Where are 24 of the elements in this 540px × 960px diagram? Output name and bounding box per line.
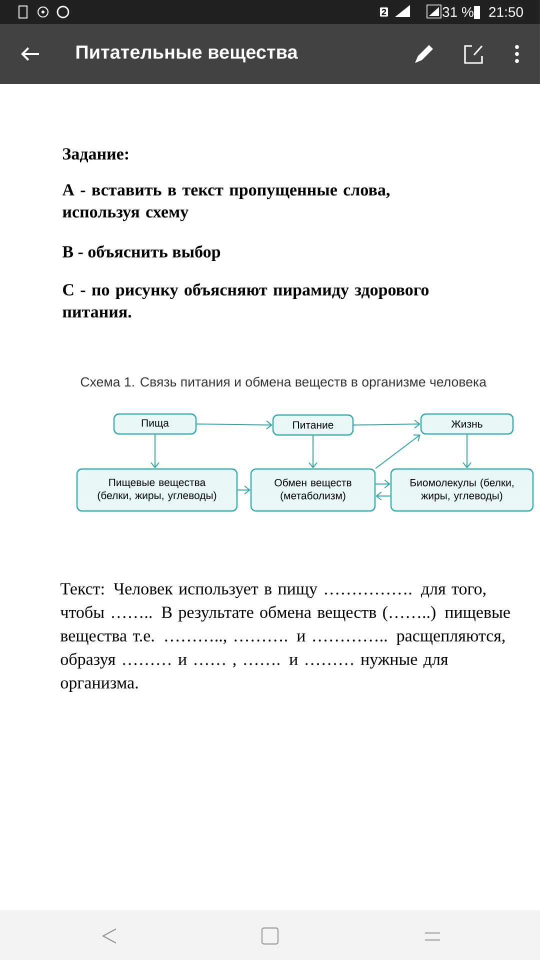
process-box: Пища [113,413,197,435]
arrow [150,434,160,468]
arrow [462,434,472,468]
battery-percent: 31 % [442,7,474,17]
arrow [237,486,250,494]
figure-caption: Схема 1. Связь питания и обмена веществ в организме человека [80,376,486,390]
clock: 21:50 [489,7,523,17]
process-box: Обмен веществ (метаболизм) [250,468,376,512]
process-box: Пищевые вещества (белки, жиры, углеводы) [76,468,238,512]
task-item: В - объяснить выбор [62,245,220,261]
paragraph: Текст: Человек использует в пищу ……………. для того, чтобы …….. В результате обмена веществ (……..) пищевые вещества т.е. ……….., ………. и ………….. расщепляются, образуя ……… и …… , ……. и ……… нужные для организма. [60,583,510,692]
arrow [375,480,390,488]
process-box: Питание [272,414,354,436]
task-heading: Задание: [62,148,128,162]
process-box: Жизнь [420,413,514,435]
arrow [308,435,318,468]
arrow [375,434,420,469]
process-box: Биомолекулы (белки, жиры, углеводы) [390,468,534,512]
arrow [353,420,420,429]
app-title: Питательные вещества [76,46,298,62]
task-item: А - вставить в текст пропущенные слова, используя схему [62,184,390,222]
arrow [196,420,272,430]
task-item: С - по рисунку объясняют пирамиду здорового питания. [62,283,429,318]
arrow [376,492,391,500]
